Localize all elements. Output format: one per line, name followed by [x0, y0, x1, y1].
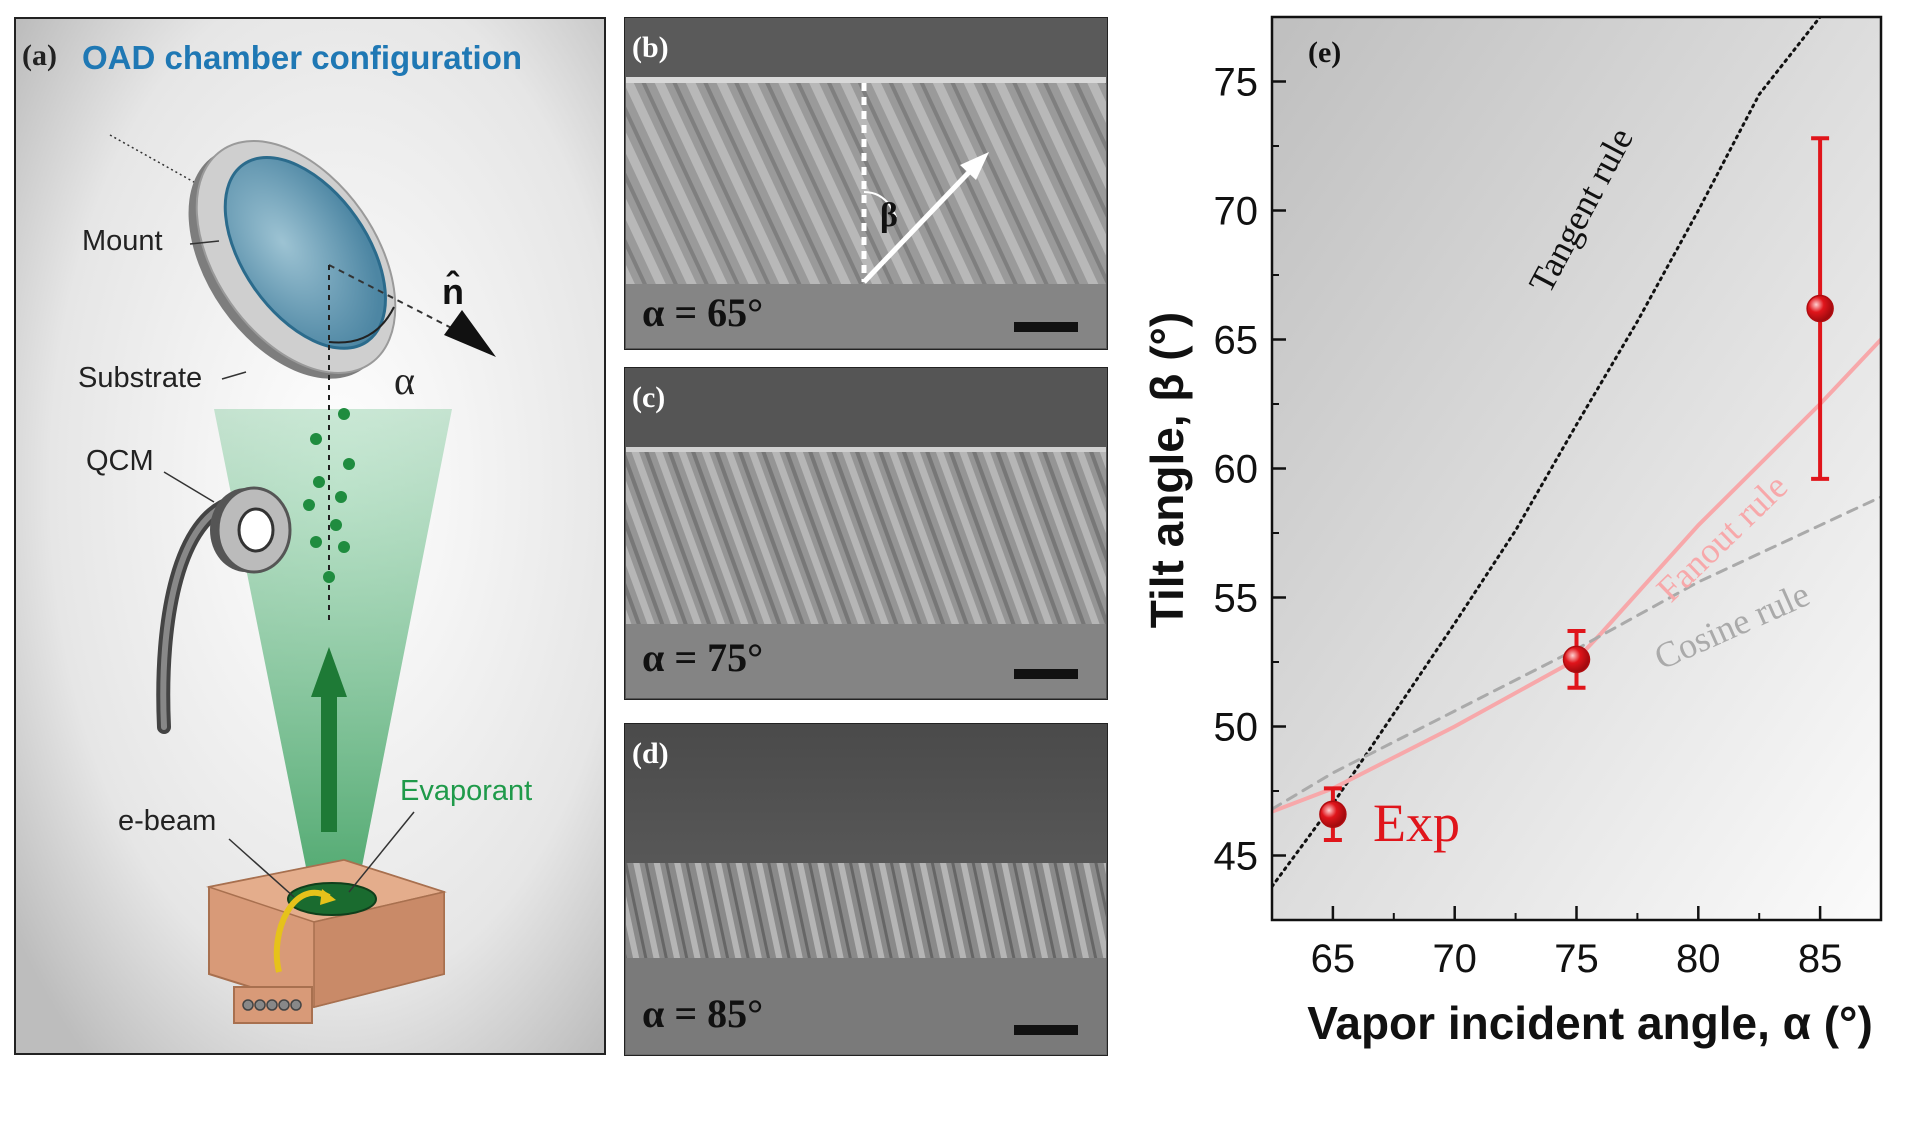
scale-bar-d — [1014, 1025, 1078, 1035]
y-tick-label: 70 — [1214, 190, 1259, 234]
sem-panel-d: (d) α = 85° — [623, 722, 1109, 1057]
alpha-label: α — [394, 358, 415, 403]
y-axis-label: Tilt angle, β (°) — [1141, 311, 1193, 629]
evaporant-label: Evaporant — [400, 775, 533, 807]
ebeam-label: e-beam — [118, 805, 217, 837]
scale-bar-b — [1014, 322, 1078, 332]
panel-b-letter: (b) — [632, 31, 669, 64]
panel-a: (a) OAD chamber configuration Mount Subs… — [14, 17, 606, 1055]
exp-point — [1562, 629, 1591, 690]
mount-label: Mount — [82, 225, 163, 257]
exp-point — [1319, 786, 1347, 843]
panel-d-letter: (d) — [632, 737, 669, 770]
x-tick-label: 65 — [1311, 937, 1356, 981]
sem-image-b — [623, 16, 1109, 351]
tilt-angle-chart: 65 70 75 80 85 45 50 55 60 65 70 75 — [1214, 15, 1883, 981]
panel-a-illustration — [14, 17, 606, 1055]
beta-label: β — [880, 197, 898, 234]
y-tick-label: 75 — [1214, 61, 1259, 105]
qcm-sensor — [210, 486, 292, 574]
mount-disk — [188, 140, 397, 379]
panel-a-letter: (a) — [22, 39, 57, 72]
x-tick-label: 85 — [1798, 937, 1843, 981]
sem-panel-b: (b) β α = 65° — [623, 16, 1109, 351]
y-tick-label: 60 — [1214, 448, 1259, 492]
crucible — [206, 858, 447, 1024]
y-tick-label: 50 — [1214, 706, 1259, 750]
panel-c-letter: (c) — [632, 381, 666, 414]
normal-vector-label: n̂ — [442, 271, 464, 312]
sem-panel-c: (c) α = 75° — [623, 366, 1109, 701]
panel-d-alpha: α = 85° — [642, 991, 764, 1036]
evaporant-particles — [303, 408, 355, 583]
substrate-disk — [223, 156, 387, 350]
y-tick-label: 45 — [1214, 835, 1259, 879]
exp-point — [1806, 136, 1834, 481]
series-line-fanout-rule — [1272, 337, 1881, 814]
sem-image-d — [623, 722, 1109, 1057]
panel-c-alpha: α = 75° — [642, 635, 764, 680]
sem-image-c — [623, 366, 1109, 701]
panel-b-alpha: α = 65° — [642, 290, 764, 335]
y-tick-label: 55 — [1214, 577, 1259, 621]
x-axis-label: Vapor incident angle, α (°) — [1307, 997, 1873, 1049]
panel-e: 65 70 75 80 85 45 50 55 60 65 70 75 (e) Vapor incid… — [1120, 0, 1907, 1128]
evaporant-arrow — [311, 647, 347, 697]
scale-bar-c — [1014, 669, 1078, 679]
x-tick-label: 80 — [1676, 937, 1721, 981]
panel-a-title: OAD chamber configuration — [82, 39, 523, 76]
series-line-tangent-rule — [1272, 17, 1822, 888]
panel-e-letter: (e) — [1308, 36, 1342, 69]
qcm-label: QCM — [86, 445, 154, 477]
x-tick-label: 75 — [1554, 937, 1599, 981]
exp-label: Exp — [1373, 793, 1460, 853]
normal-arrowhead — [444, 310, 496, 357]
x-tick-label: 70 — [1432, 937, 1477, 981]
plot-area — [1272, 17, 1881, 920]
y-tick-label: 65 — [1214, 319, 1259, 363]
substrate-label: Substrate — [78, 362, 203, 394]
